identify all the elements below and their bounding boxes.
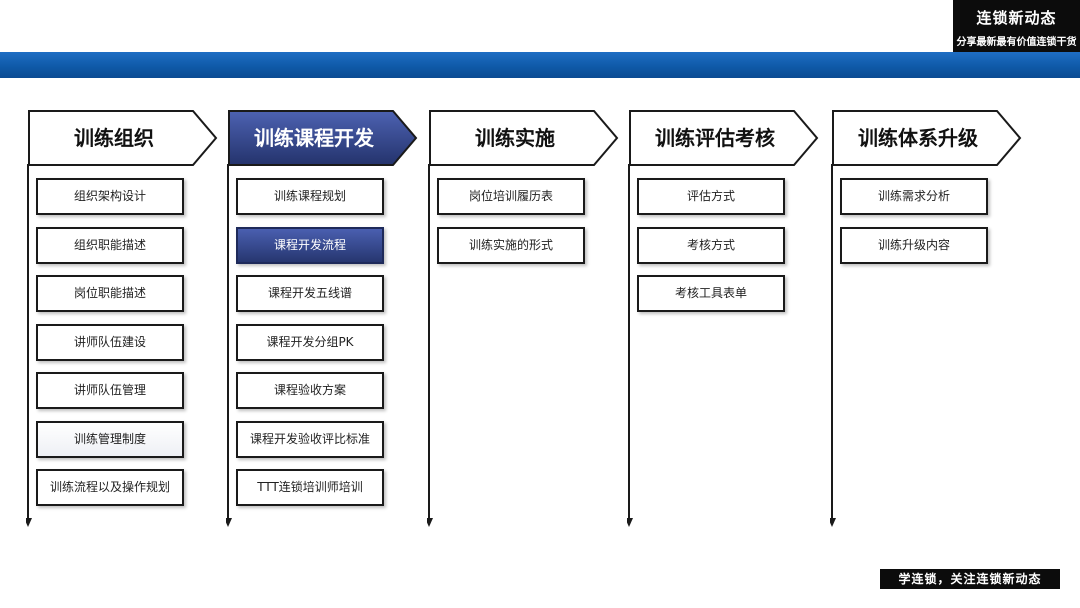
list-item[interactable]: 讲师队伍建设 [36,324,184,361]
column-down-arrow [830,164,836,527]
list-item[interactable]: 训练实施的形式 [437,227,585,264]
column-course-development: 训练课程开发 训练课程规划 课程开发流程 课程开发五线谱 课程开发分组PK 课程… [226,110,428,530]
column-training-organization: 训练组织 组织架构设计 组织职能描述 岗位职能描述 讲师队伍建设 讲师队伍管理 … [26,110,228,530]
column-title: 训练组织 [74,126,154,150]
brand-logo: 连锁新动态 分享最新最有价值连锁干货 [953,0,1080,52]
list-item-active[interactable]: 课程开发流程 [236,227,384,264]
column-header-arrow [228,110,418,166]
list-item[interactable]: 训练流程以及操作规划 [36,469,184,506]
column-down-arrow [226,164,232,527]
footer-tag: 学连锁，关注连锁新动态 [880,569,1060,589]
list-item[interactable]: 训练升级内容 [840,227,988,264]
list-item[interactable]: 组织架构设计 [36,178,184,215]
column-down-arrow [427,164,433,527]
list-item[interactable]: 考核工具表单 [637,275,785,312]
column-title: 训练课程开发 [254,126,374,150]
column-training-system-upgrade: 训练体系升级 训练需求分析 训练升级内容 [830,110,1032,530]
list-item[interactable]: 岗位培训履历表 [437,178,585,215]
column-header-arrow [832,110,1022,166]
list-item[interactable]: 课程开发验收评比标准 [236,421,384,458]
list-item[interactable]: TTT连锁培训师培训 [236,469,384,506]
list-item[interactable]: 讲师队伍管理 [36,372,184,409]
column-training-evaluation: 训练评估考核 评估方式 考核方式 考核工具表单 [627,110,829,530]
list-item[interactable]: 训练课程规划 [236,178,384,215]
list-item[interactable]: 课程验收方案 [236,372,384,409]
header-bar [0,52,1080,78]
column-down-arrow [26,164,32,527]
list-item[interactable]: 训练管理制度 [36,421,184,458]
column-training-implementation: 训练实施 岗位培训履历表 训练实施的形式 [427,110,629,530]
column-down-arrow [627,164,633,527]
list-item[interactable]: 岗位职能描述 [36,275,184,312]
list-item[interactable]: 课程开发分组PK [236,324,384,361]
list-item[interactable]: 训练需求分析 [840,178,988,215]
column-title: 训练实施 [475,126,555,150]
column-header-arrow [28,110,218,166]
brand-title: 连锁新动态 [976,9,1057,27]
column-title: 训练评估考核 [655,126,775,150]
list-item[interactable]: 组织职能描述 [36,227,184,264]
list-item[interactable]: 评估方式 [637,178,785,215]
column-title: 训练体系升级 [858,126,978,150]
brand-subtitle: 分享最新最有价值连锁干货 [956,37,1077,48]
column-header-arrow [629,110,819,166]
list-item[interactable]: 考核方式 [637,227,785,264]
column-header-arrow [429,110,619,166]
list-item[interactable]: 课程开发五线谱 [236,275,384,312]
